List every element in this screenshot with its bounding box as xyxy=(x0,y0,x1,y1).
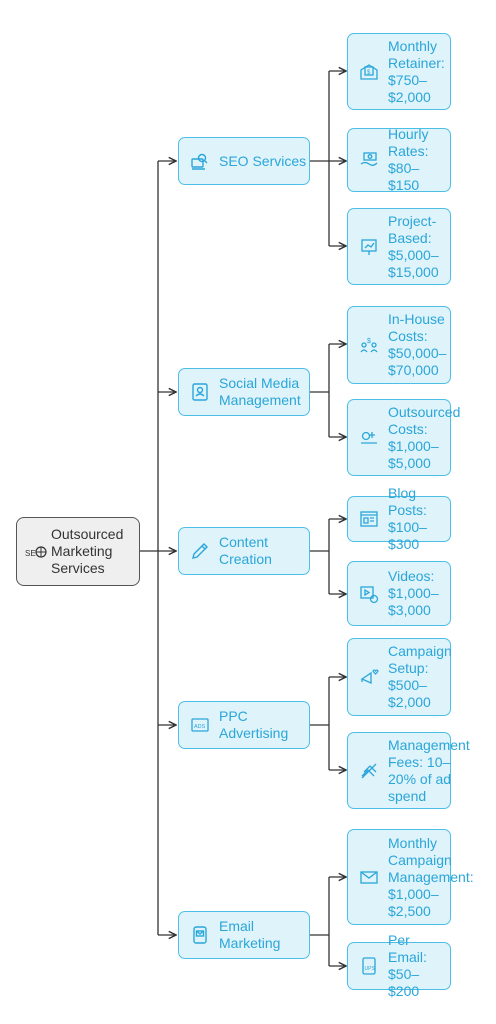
item-project-based[interactable]: Project-Based: $5,000–$15,000 xyxy=(347,208,451,285)
item-label: Blog Posts: $100–$300 xyxy=(388,485,427,552)
category-label: Content Creation xyxy=(219,534,272,567)
content-branch xyxy=(310,519,330,594)
item-label: Monthly Retainer: $750–$2,000 xyxy=(388,37,445,105)
item-monthly-retainer[interactable]: $ Monthly Retainer: $750–$2,000 xyxy=(347,33,451,110)
people-dollar-icon: $ xyxy=(358,334,380,356)
trunk-line xyxy=(140,161,159,935)
video-dollar-icon xyxy=(358,583,380,605)
email-branch xyxy=(310,877,330,966)
ads-icon: ADS xyxy=(189,714,211,736)
svg-text:$: $ xyxy=(367,70,371,76)
item-label: Outsourced Costs: $1,000–$5,000 xyxy=(388,403,461,471)
svg-text:$: $ xyxy=(367,338,371,345)
root-node[interactable]: SE Outsourced Marketing Services xyxy=(16,517,140,586)
item-label: Per Email: $50–$200 xyxy=(388,932,427,999)
dollar-envelope-icon: $ xyxy=(358,61,380,83)
percent-stack-icon xyxy=(358,760,380,782)
item-hourly-rates[interactable]: Hourly Rates: $80–$150 xyxy=(347,126,451,193)
svg-text:ADS: ADS xyxy=(194,724,206,730)
item-label: Management Fees: 10–20% of ad spend xyxy=(388,736,470,804)
envelope-icon xyxy=(358,866,380,888)
megaphone-heart-icon xyxy=(358,666,380,688)
seo-branch xyxy=(310,71,330,246)
presentation-board-icon xyxy=(358,236,380,258)
category-ppc-advertising[interactable]: ADS PPC Advertising xyxy=(178,701,310,749)
root-label: Outsourced Marketing Services xyxy=(51,526,124,576)
svg-text:UPS: UPS xyxy=(365,966,376,972)
category-social-media[interactable]: Social Media Management xyxy=(178,368,310,416)
item-outsourced-costs[interactable]: Outsourced Costs: $1,000–$5,000 xyxy=(347,399,460,476)
category-label: PPC Advertising xyxy=(219,708,289,741)
category-label: Email Marketing xyxy=(219,918,281,951)
coin-hand-icon xyxy=(358,427,380,449)
category-content-creation[interactable]: Content Creation xyxy=(178,527,310,575)
phone-mail-icon xyxy=(189,924,211,946)
item-videos[interactable]: Videos: $1,000–$3,000 xyxy=(347,561,451,626)
item-blog-posts[interactable]: Blog Posts: $100–$300 xyxy=(347,485,451,552)
item-label: Campaign Setup: $500–$2,000 xyxy=(388,643,452,710)
item-campaign-setup[interactable]: Campaign Setup: $500–$2,000 xyxy=(347,638,452,716)
item-per-email[interactable]: UPS Per Email: $50–$200 xyxy=(347,932,451,999)
item-label: Videos: $1,000–$3,000 xyxy=(388,568,439,618)
profile-card-icon xyxy=(189,381,211,403)
seo-search-icon xyxy=(189,150,211,172)
ppc-branch xyxy=(310,677,330,770)
category-label: SEO Services xyxy=(219,152,307,169)
item-label: In-House Costs: $50,000–$70,000 xyxy=(388,311,447,378)
category-seo-services[interactable]: SEO Services xyxy=(178,137,310,185)
browser-layout-icon xyxy=(358,508,380,530)
category-label: Social Media Management xyxy=(219,375,301,408)
pencil-icon xyxy=(189,540,211,562)
item-monthly-campaign-management[interactable]: Monthly Campaign Management: $1,000–$2,5… xyxy=(347,829,474,925)
seo-globe-icon: SE xyxy=(25,545,47,559)
ups-phone-icon: UPS xyxy=(358,955,380,977)
cash-hand-icon xyxy=(358,149,380,171)
item-management-fees[interactable]: Management Fees: 10–20% of ad spend xyxy=(347,732,470,809)
social-branch xyxy=(310,344,330,437)
item-in-house-costs[interactable]: $ In-House Costs: $50,000–$70,000 xyxy=(347,306,451,384)
item-label: Hourly Rates: $80–$150 xyxy=(388,126,429,193)
category-email-marketing[interactable]: Email Marketing xyxy=(178,911,310,959)
item-label: Project-Based: $5,000–$15,000 xyxy=(388,212,439,280)
svg-text:SE: SE xyxy=(25,549,36,558)
item-label: Monthly Campaign Management: $1,000–$2,5… xyxy=(388,834,474,919)
